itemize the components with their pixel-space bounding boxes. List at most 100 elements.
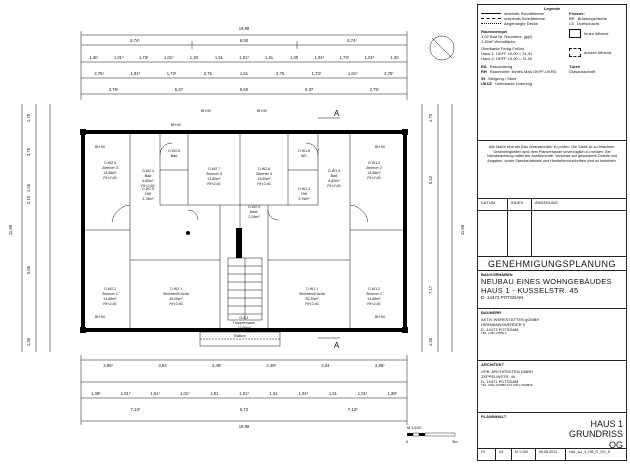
client-label: BAUHERR bbox=[481, 310, 501, 315]
legend-okff-2: Haus 1: OKFF ±0,00 = 31,31 bbox=[481, 51, 533, 56]
code-ra-text: Rauchabzug bbox=[489, 64, 513, 69]
dim-bottom-row2-11: 1,39² bbox=[387, 391, 397, 396]
legend-line-ceiling: Abgehängte Decke bbox=[504, 21, 539, 26]
dim-left-1: 1,75 bbox=[26, 113, 31, 122]
dim-top-row2-7: 1,01³ bbox=[239, 55, 249, 60]
legend-window-item-3: Innen öffnend bbox=[584, 31, 609, 36]
room-12-rh: RH:2,60 bbox=[103, 302, 116, 306]
project-label: BAUVORHABEN bbox=[481, 272, 513, 277]
dim-bottom-row1-6: 2,85¹ bbox=[375, 363, 385, 368]
project-block: BAUVORHABEN NEUBAU EINES WOHNGEBÄUDES HA… bbox=[478, 271, 626, 309]
dim-total-bottom: 19,99 bbox=[239, 424, 250, 429]
room-4-id: O.W2.6 bbox=[168, 149, 180, 153]
legend-doors: Türen bbox=[569, 64, 581, 69]
dim-top-row3-2: 1,81³ bbox=[131, 71, 141, 76]
plan-content-line-1: HAUS 1 bbox=[590, 419, 623, 429]
plan-content-label: PLANINHALT bbox=[481, 414, 507, 419]
dim-top-row2-6: 1,51 bbox=[215, 55, 224, 60]
legend-title: Legende bbox=[543, 6, 561, 11]
legend-okff-1: Oberkante Fertig-Fußbd. bbox=[481, 46, 526, 51]
dim-top-row2-5: 1,30 bbox=[190, 55, 199, 60]
dim-bottom-row1-1: 2,85¹ bbox=[103, 363, 113, 368]
room-5-name: Zimmer 3 bbox=[206, 172, 222, 176]
general-notes: Alle Maße sind am Bau verantwortlich zu … bbox=[478, 141, 626, 199]
room-2-name: Bad bbox=[145, 174, 152, 178]
legend-room-stamp-title: Raumstempel bbox=[481, 29, 508, 34]
room-15-id: O.W1.2 bbox=[368, 287, 380, 291]
dim-top-row3-8: 1,81³ bbox=[348, 71, 358, 76]
dim-top-seg-1: 6,74¹ bbox=[130, 38, 140, 43]
room-14-name: Wohnen/Küche bbox=[299, 292, 325, 296]
dim-top-row4-5: 2,75¹ bbox=[370, 87, 380, 92]
room-7-id: O.W1.6 bbox=[298, 149, 310, 153]
dim-top-row2-4: 1,01³ bbox=[164, 55, 174, 60]
dim-top-row2-12: 1,01³ bbox=[365, 55, 375, 60]
dim-top-row3-4: 2,75 bbox=[204, 71, 213, 76]
plan-content-line-2: GRUNDRISS bbox=[568, 429, 623, 440]
rev-col-index: INDEX bbox=[508, 199, 532, 210]
dim-top-row4-2: 6,37 bbox=[175, 87, 184, 92]
room-12-area: 14,85m² bbox=[103, 297, 117, 301]
code-ukuz-text: Unterkante Unterzug bbox=[495, 81, 533, 86]
room-8-name: HW bbox=[301, 192, 308, 196]
client-line-2: HERMANNSWERDER 5 bbox=[481, 322, 526, 327]
revision-header: DATUM INDEX ÄNDERUNG bbox=[478, 199, 626, 211]
dim-top-row2-3: 1,73¹ bbox=[139, 55, 149, 60]
room-13-id: O.W2.1 bbox=[170, 287, 182, 291]
bh-label-1: BH:90 bbox=[95, 145, 105, 149]
dim-bottom-row2-8: 1,01³ bbox=[298, 391, 308, 396]
project-line-2: HAUS 1 - KUSSELSTR. 45 bbox=[481, 286, 579, 295]
room-1-name: Zimmer 3 bbox=[102, 166, 118, 170]
plan-phase: GENEHMIGUNGSPLANUNG bbox=[478, 257, 626, 271]
floor-plan-drawing: 0 3m M 1/100 19,99 6,74¹ 6,50 6,74¹ 1,30… bbox=[8, 26, 465, 444]
dim-top-row3-9: 2,75¹ bbox=[384, 71, 394, 76]
scale-end: 3m bbox=[452, 439, 458, 444]
dim-top-row3-1: 2,75¹ bbox=[94, 71, 104, 76]
dim-top-row2-1: 1,30 bbox=[89, 55, 98, 60]
legend-okff-3: Haus 2: OKFF ±0,00 = 31,00 bbox=[481, 56, 533, 61]
room-9-area: 6,82m² bbox=[328, 179, 340, 183]
legend-window-item-2: Lichtschacht bbox=[576, 21, 600, 26]
room-16-area: 13,69m² bbox=[237, 326, 251, 330]
room-6-name: Zimmer 4 bbox=[256, 172, 272, 176]
dim-bottom-row3-3: 7,13³ bbox=[348, 407, 358, 412]
client-block: BAUHERR AKTIV WERKSTÄTTEN gGMBH HERMANNS… bbox=[478, 309, 626, 361]
dim-top-row4-4: 6,37 bbox=[305, 87, 314, 92]
room-6-id: O.W2.8 bbox=[258, 167, 270, 171]
client-line-3: D- 14473 POTSDAM bbox=[481, 327, 519, 332]
dim-right-1: 1,75 bbox=[428, 113, 433, 122]
room-11-id: O.W2.9 bbox=[248, 205, 260, 209]
legend-window-title: Fenster: bbox=[569, 11, 585, 16]
project-line-3: D- 14473 POTSDAM bbox=[481, 295, 524, 300]
room-10-rh: RH:2,60 bbox=[367, 176, 380, 180]
rev-col-change: ÄNDERUNG bbox=[535, 200, 558, 205]
dim-top-row2-9: 1,30 bbox=[290, 55, 299, 60]
dim-top-row4-3: 6,50 bbox=[240, 87, 249, 92]
room-10-name: Zimmer 2 bbox=[366, 166, 382, 170]
bh-label-7: BH:90 bbox=[171, 123, 181, 127]
dim-right-2: 5,42 bbox=[428, 175, 433, 184]
room-11-name: Abst. bbox=[250, 210, 259, 214]
room-13-area: 48,00m² bbox=[169, 297, 183, 301]
architect-line-2: ZEPPELINSTR. 49 bbox=[481, 374, 516, 379]
room-11-area: 2,29m² bbox=[248, 215, 260, 219]
window-outward-icon bbox=[569, 48, 581, 57]
room-16-id: O.A.1 bbox=[239, 316, 248, 320]
dim-top-row2-10: 1,01³ bbox=[314, 55, 324, 60]
dim-bottom-row2-9: 1,51 bbox=[329, 391, 338, 396]
footer-scale: M 1:100 bbox=[512, 449, 536, 460]
room-9-rh: RH:2,60 bbox=[327, 184, 340, 188]
room-10-area: 14,85m² bbox=[367, 171, 381, 175]
footer-row: PJ A3 M 1:100 06.08.2013 Ha1_w1_4_OB_G_O… bbox=[478, 449, 626, 460]
plan-content-block: PLANINHALT HAUS 1 GRUNDRISS OG bbox=[478, 413, 626, 449]
room-14-area: 26,30m² bbox=[305, 297, 319, 301]
room-1-id: O.W2.3 bbox=[104, 161, 116, 165]
code-ukuz: UKUZ bbox=[481, 81, 493, 86]
dim-top-row2-13: 1,30 bbox=[390, 55, 399, 60]
legend-window-code-ls: LS bbox=[569, 21, 574, 26]
